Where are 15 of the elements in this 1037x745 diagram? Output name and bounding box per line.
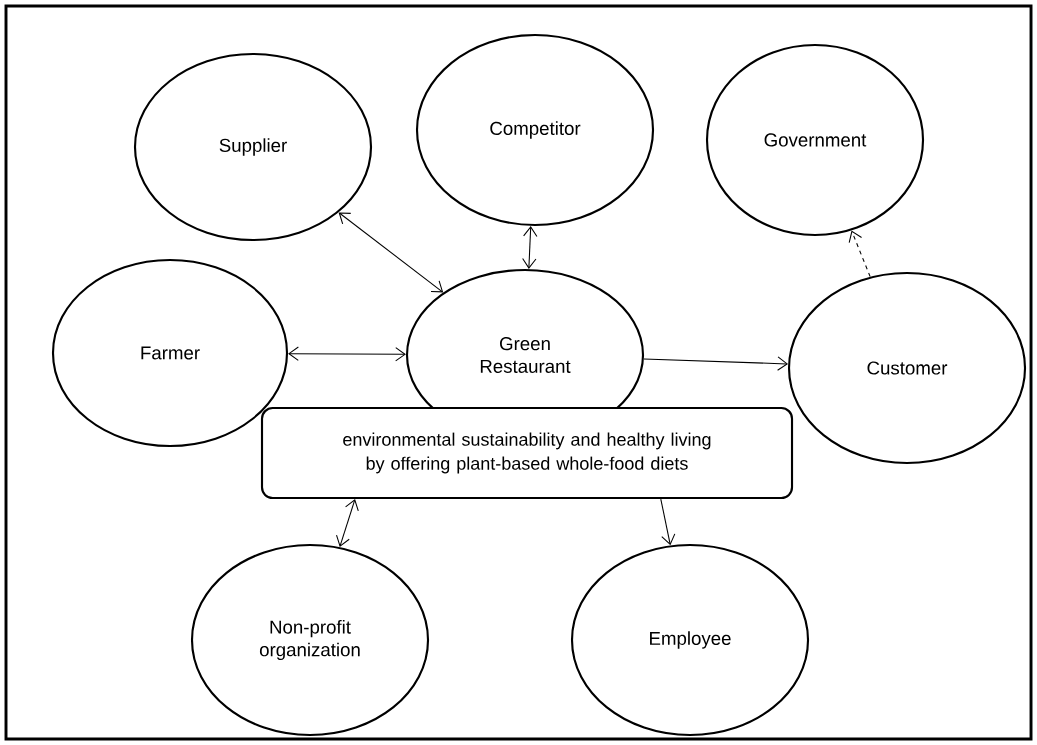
ellipse-node: Competitor [415, 33, 655, 227]
arrow [643, 356, 789, 371]
ellipse-node: Employee [570, 543, 810, 737]
arrow [848, 230, 871, 278]
text-box: environmental sustainability and healthy living by offering plant-based whole-food diets [260, 406, 794, 500]
ellipse-node: Supplier [133, 52, 373, 242]
arrow [522, 226, 538, 269]
arrow [288, 346, 406, 362]
ellipse-node: Non-profit organization [190, 543, 430, 737]
arrow [660, 498, 676, 546]
arrow [338, 212, 444, 293]
ellipse-node: Government [705, 43, 925, 237]
ellipse-node: Farmer [51, 258, 289, 448]
arrow [335, 499, 359, 547]
ellipse-node: Customer [787, 271, 1027, 465]
